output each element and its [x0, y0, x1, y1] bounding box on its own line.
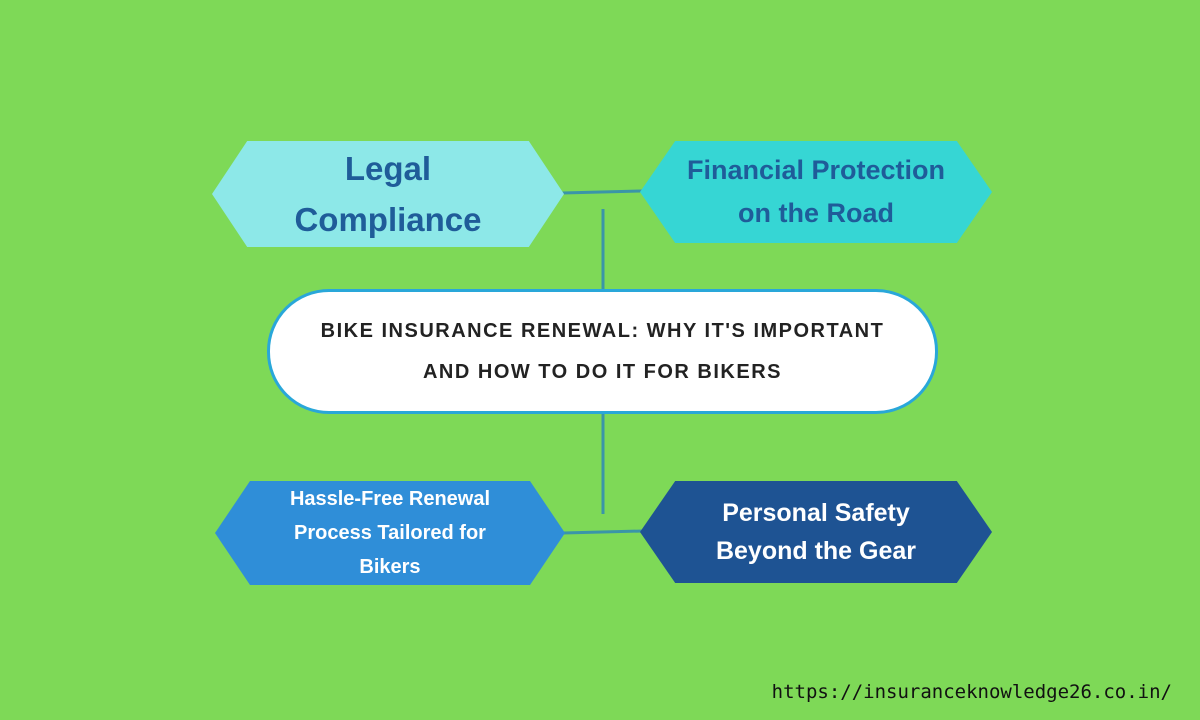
node-financial-line2: on the Road [737, 198, 894, 228]
node-financial-protection: Financial Protection on the Road [640, 141, 992, 243]
center-title-line1: BIKE INSURANCE RENEWAL: WHY IT'S IMPORTA… [320, 319, 885, 342]
node-legal-line1: Legal [344, 150, 432, 187]
node-hassle-line3: Bikers [359, 556, 421, 578]
node-legal-line2: Compliance [294, 201, 482, 238]
edge-hassle-safety [562, 529, 644, 535]
node-hassle-line1: Hassle-Free Renewal [289, 488, 491, 510]
center-title-line2: AND HOW TO DO IT FOR BIKERS [422, 360, 782, 383]
center-topic: BIKE INSURANCE RENEWAL: WHY IT'S IMPORTA… [267, 289, 938, 414]
node-hassle-free-renewal: Hassle-Free Renewal Process Tailored for… [215, 481, 565, 585]
center-topic-title: BIKE INSURANCE RENEWAL: WHY IT'S IMPORTA… [321, 311, 885, 393]
node-personal-safety-label: Personal Safety Beyond the Gear [716, 494, 916, 570]
node-hassle-free-renewal-label: Hassle-Free Renewal Process Tailored for… [290, 482, 490, 584]
website-url[interactable]: https://insuranceknowledge26.co.in/ [771, 681, 1172, 703]
node-financial-protection-label: Financial Protection on the Road [687, 149, 945, 235]
node-legal-compliance: Legal Compliance [212, 141, 564, 247]
edge-legal-financial [561, 189, 643, 195]
node-financial-line1: Financial Protection [686, 155, 946, 185]
node-legal-compliance-label: Legal Compliance [294, 143, 481, 245]
node-safety-line2: Beyond the Gear [715, 537, 917, 565]
node-personal-safety: Personal Safety Beyond the Gear [640, 481, 992, 583]
node-safety-line1: Personal Safety [722, 499, 910, 527]
node-hassle-line2: Process Tailored for [294, 522, 486, 544]
